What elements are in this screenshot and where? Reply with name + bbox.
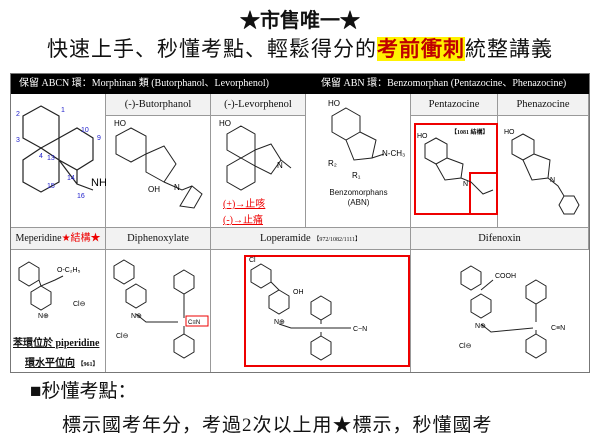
svg-text:HO: HO <box>219 119 231 128</box>
svg-text:N: N <box>277 161 283 170</box>
svg-text:R₁: R₁ <box>352 171 361 180</box>
header-pentazocine: Pentazocine <box>411 94 498 116</box>
svg-text:N: N <box>550 177 555 184</box>
loperamide-years: 【972/1082/1111】 <box>313 237 362 243</box>
svg-text:O-C₂H₅: O-C₂H₅ <box>57 267 81 274</box>
svg-text:10: 10 <box>81 127 89 134</box>
header-benzomorphan: 保留 ABN 環：Benzomorphan (Pentazocine、Phena… <box>321 78 567 89</box>
meperidine-label: Meperidine <box>15 233 62 244</box>
cell-meperidine: O-C₂H₅ N⊕ Cl⊖ 苯環位於 piperidine 環水平位向 【961】 <box>11 250 106 372</box>
benzomorphan-label: Benzomorphans(ABN) <box>306 188 411 208</box>
header-morphinan: 保留 ABCN 環：Morphinan 類 (Butorphanol、Levor… <box>19 78 269 89</box>
svg-text:N: N <box>174 183 180 192</box>
title-post: 統整講義 <box>465 37 553 61</box>
key-points-heading: ■秒懂考點： <box>30 381 137 402</box>
meperidine-structure: O-C₂H₅ N⊕ Cl⊖ <box>18 261 86 320</box>
benzomorphan-label-1: Benzomorphans <box>329 188 388 197</box>
svg-text:16: 16 <box>77 193 85 200</box>
meperidine-star: ★結構★ <box>61 233 101 244</box>
meperidine-year: 【961】 <box>77 362 99 368</box>
cell-pentazocine: 【1081 結構】 HO N <box>411 116 498 228</box>
svg-text:N⊕: N⊕ <box>131 313 142 320</box>
benzomorphan-label-2: (ABN) <box>347 198 370 207</box>
title-line1: ★市售唯一★ <box>240 10 360 32</box>
svg-text:COOH: COOH <box>495 273 516 280</box>
phenazocine-structure: HO N <box>504 129 580 215</box>
svg-text:HO: HO <box>114 119 126 128</box>
title-highlight: 考前衝刺 <box>377 37 465 61</box>
cell-butorphanol: HO OH N <box>106 116 211 228</box>
note-analgesic: (-)→止痛 <box>223 215 263 226</box>
pentazocine-structure: HO N <box>417 133 494 195</box>
svg-text:1: 1 <box>61 107 65 114</box>
pentazocine-tag: 【1081 結構】 <box>451 130 489 136</box>
cell-phenazocine: HO N <box>498 116 589 228</box>
svg-text:HO: HO <box>504 129 515 136</box>
header-levorphenol: (-)-Levorphenol <box>211 94 306 116</box>
header-phenazocine: Phenazocine <box>498 94 589 116</box>
header-meperidine: Meperidine★結構★ <box>11 228 106 250</box>
svg-text:C−N: C−N <box>353 326 367 333</box>
svg-text:C≡N: C≡N <box>551 325 565 332</box>
svg-text:N⊕: N⊕ <box>38 313 49 320</box>
loperamide-highlight-box <box>244 255 410 367</box>
cell-diphenoxylate: C≡N N⊕ Cl⊖ <box>106 250 211 372</box>
svg-text:N⊕: N⊕ <box>475 323 486 330</box>
svg-text:2: 2 <box>16 111 20 118</box>
levorphenol-structure: HO N <box>219 119 292 191</box>
svg-text:NH: NH <box>91 177 106 189</box>
difenoxin-structure: COOH N⊕ C≡N Cl⊖ <box>459 265 565 359</box>
svg-text:HO: HO <box>417 133 428 140</box>
benzomorphan-structure: HO N-CH₃ R₂ R₁ <box>328 99 405 180</box>
header-difenoxin: Difenoxin <box>411 228 589 250</box>
svg-text:Cl⊖: Cl⊖ <box>73 301 86 308</box>
header-diphenoxylate: Diphenoxylate <box>106 228 211 250</box>
meperidine-note-1: 苯環位於 piperidine <box>13 338 100 349</box>
cell-difenoxin: COOH N⊕ C≡N Cl⊖ <box>411 250 589 372</box>
svg-text:C≡N: C≡N <box>188 320 200 326</box>
svg-text:Cl: Cl <box>249 257 256 264</box>
svg-text:13: 13 <box>47 155 55 162</box>
cell-benzomorphan: HO N-CH₃ R₂ R₁ Benzomorphans(ABN) <box>306 94 411 228</box>
note-antitussive: (+)→止咳 <box>223 199 266 210</box>
loperamide-label: Loperamide <box>259 233 311 244</box>
svg-text:9: 9 <box>97 135 101 142</box>
header-butorphanol: (-)-Butorphanol <box>106 94 211 116</box>
svg-text:Cl⊖: Cl⊖ <box>459 343 472 350</box>
svg-text:4: 4 <box>39 153 43 160</box>
pentazocine-highlight-box <box>414 123 498 215</box>
table-header: 保留 ABCN 環：Morphinan 類 (Butorphanol、Levor… <box>11 74 589 94</box>
cell-levorphenol: HO N (+)→止咳 (-)→止痛 <box>211 116 306 228</box>
svg-text:N⊕: N⊕ <box>274 319 285 326</box>
key-points-text: 標示國考年分，考過2次以上用★標示，秒懂國考 <box>62 415 493 436</box>
svg-text:HO: HO <box>328 99 340 108</box>
svg-text:Cl⊖: Cl⊖ <box>116 333 129 340</box>
svg-text:15: 15 <box>47 183 55 190</box>
svg-text:OH: OH <box>148 185 160 194</box>
svg-text:14: 14 <box>67 175 75 182</box>
side-chain-highlight-box <box>469 172 498 215</box>
svg-text:3: 3 <box>16 137 20 144</box>
butorphanol-structure: HO OH N <box>114 119 203 209</box>
svg-text:OH: OH <box>293 289 304 296</box>
svg-text:N-CH₃: N-CH₃ <box>382 149 405 158</box>
drug-structure-table: 保留 ABCN 環：Morphinan 類 (Butorphanol、Levor… <box>10 73 590 373</box>
meperidine-note-2: 環水平位向 <box>25 358 75 369</box>
svg-text:R₂: R₂ <box>328 159 337 168</box>
meperidine-note-2-line: 環水平位向 【961】 <box>25 354 99 369</box>
header-loperamide: Loperamide 【972/1082/1111】 <box>211 228 411 250</box>
title-pre: 快速上手、秒懂考點、輕鬆得分的 <box>47 37 377 61</box>
diphenoxylate-structure: C≡N N⊕ Cl⊖ <box>113 259 209 359</box>
title-line2: 快速上手、秒懂考點、輕鬆得分的考前衝刺統整講義 <box>0 33 600 63</box>
svg-text:N: N <box>463 181 468 188</box>
